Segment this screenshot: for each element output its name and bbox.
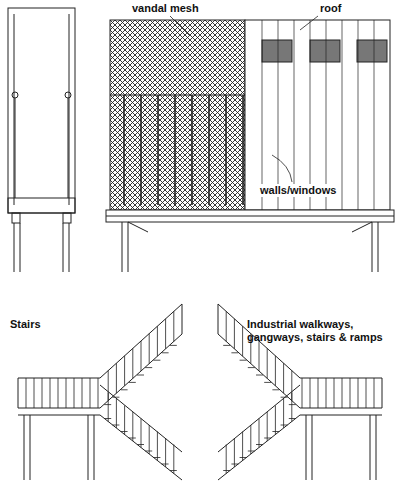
stroke bbox=[208, 95, 210, 205]
stroke bbox=[26, 378, 27, 408]
stroke bbox=[294, 20, 295, 210]
stroke bbox=[34, 378, 35, 408]
part-name: walls/windows bbox=[258, 184, 338, 197]
stroke bbox=[141, 341, 142, 371]
stroke bbox=[326, 20, 327, 210]
stroke bbox=[123, 95, 125, 205]
stroke bbox=[170, 345, 177, 346]
stroke bbox=[153, 360, 160, 361]
stroke bbox=[132, 412, 133, 441]
stroke bbox=[157, 432, 158, 461]
stroke bbox=[278, 20, 279, 210]
stair-drawing-mirrored bbox=[218, 304, 382, 480]
stroke bbox=[174, 95, 176, 205]
stroke bbox=[358, 20, 359, 210]
stroke bbox=[30, 415, 31, 480]
stroke bbox=[124, 406, 125, 435]
stroke bbox=[90, 378, 91, 408]
stroke bbox=[145, 451, 152, 452]
stroke bbox=[140, 95, 142, 205]
stroke bbox=[129, 382, 136, 383]
stroke bbox=[104, 418, 111, 419]
front-view bbox=[106, 20, 394, 272]
stroke bbox=[88, 415, 89, 480]
stroke bbox=[129, 438, 136, 439]
stroke bbox=[157, 326, 158, 356]
stroke bbox=[116, 363, 117, 393]
view-title: Industrial walkways, gangways, stairs & … bbox=[247, 318, 397, 344]
stroke bbox=[124, 356, 125, 386]
stroke bbox=[225, 95, 227, 205]
stroke bbox=[100, 304, 182, 378]
stroke bbox=[242, 95, 244, 205]
stroke bbox=[182, 304, 183, 334]
stroke bbox=[262, 20, 263, 210]
stroke bbox=[157, 95, 159, 205]
stroke bbox=[191, 95, 193, 205]
stroke bbox=[162, 352, 169, 353]
stroke bbox=[100, 334, 182, 408]
stroke bbox=[82, 378, 83, 408]
stroke bbox=[108, 393, 109, 422]
view-title: Stairs bbox=[10, 318, 41, 331]
stroke bbox=[310, 20, 311, 210]
stroke bbox=[137, 444, 144, 445]
part-name: roof bbox=[318, 2, 343, 15]
stroke bbox=[58, 378, 59, 408]
stroke bbox=[100, 415, 182, 480]
side-view bbox=[8, 8, 75, 272]
stroke bbox=[132, 348, 133, 378]
stroke bbox=[153, 457, 160, 458]
stroke bbox=[342, 20, 343, 210]
stroke bbox=[149, 334, 150, 364]
stroke bbox=[145, 367, 152, 368]
stroke bbox=[374, 20, 375, 210]
stroke bbox=[121, 431, 128, 432]
stroke bbox=[162, 464, 169, 465]
stroke bbox=[170, 470, 177, 471]
stroke bbox=[98, 378, 99, 408]
stroke bbox=[66, 378, 67, 408]
stroke bbox=[141, 419, 142, 448]
stroke bbox=[18, 378, 100, 379]
stroke bbox=[104, 404, 111, 405]
stroke bbox=[74, 378, 75, 408]
leader-lines bbox=[170, 16, 318, 182]
stroke bbox=[121, 389, 128, 390]
stroke bbox=[112, 425, 119, 426]
stroke bbox=[173, 311, 174, 341]
stroke bbox=[149, 425, 150, 454]
stroke bbox=[42, 378, 43, 408]
stroke bbox=[50, 378, 51, 408]
stroke bbox=[165, 319, 166, 349]
stair-drawing bbox=[18, 304, 182, 480]
stroke bbox=[18, 378, 19, 408]
stroke bbox=[100, 385, 182, 452]
stroke bbox=[116, 399, 117, 428]
part-name: vandal mesh bbox=[130, 2, 201, 15]
stroke bbox=[24, 415, 25, 480]
stroke bbox=[165, 438, 166, 467]
stroke bbox=[173, 445, 174, 474]
stroke bbox=[94, 415, 95, 480]
stroke bbox=[137, 375, 144, 376]
stroke bbox=[18, 408, 100, 409]
